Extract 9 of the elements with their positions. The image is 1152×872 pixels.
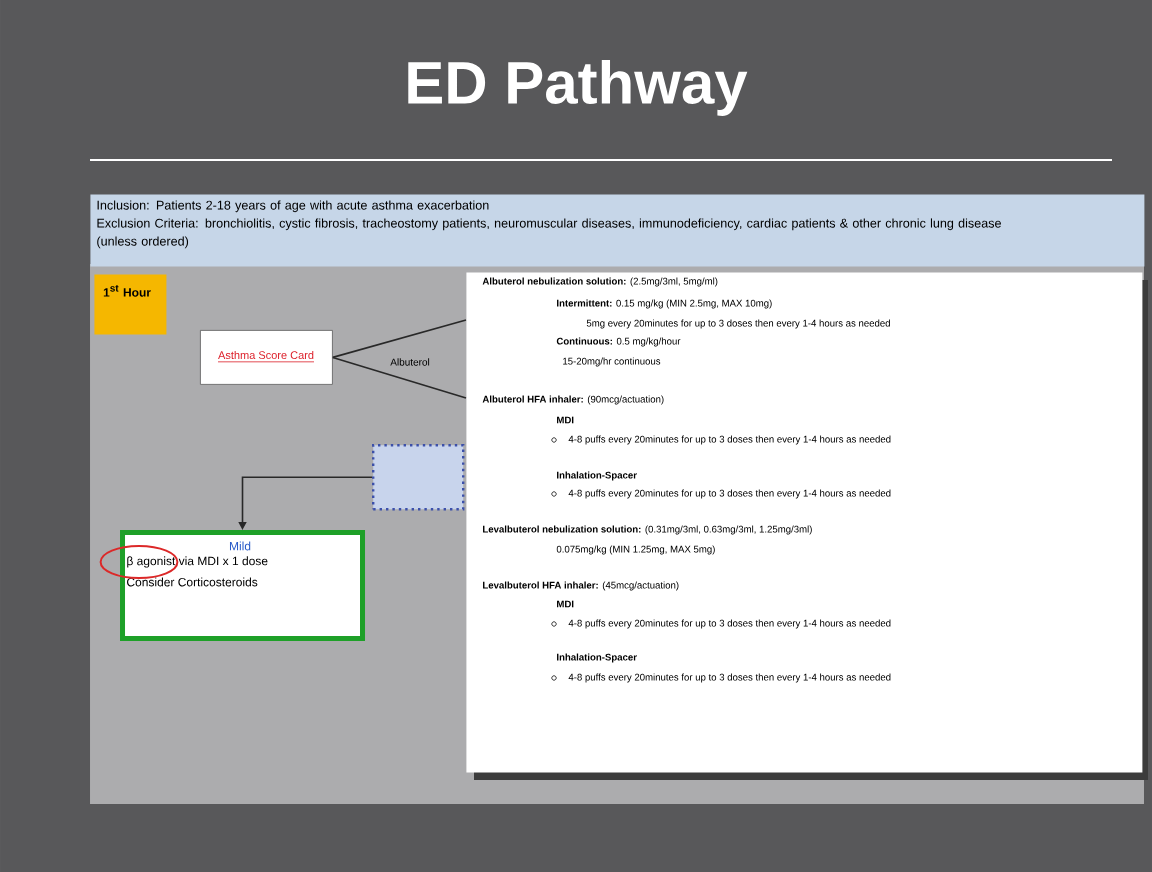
connector (332, 319, 467, 359)
criteria-band (90, 194, 1145, 267)
dotted-box (372, 444, 465, 511)
mild-box (120, 530, 365, 641)
score-card-box (200, 330, 333, 385)
title: ED Pathway (408, 60, 748, 116)
connector (332, 356, 467, 399)
hour-tag (94, 274, 167, 335)
dosing-panel (466, 272, 1143, 773)
